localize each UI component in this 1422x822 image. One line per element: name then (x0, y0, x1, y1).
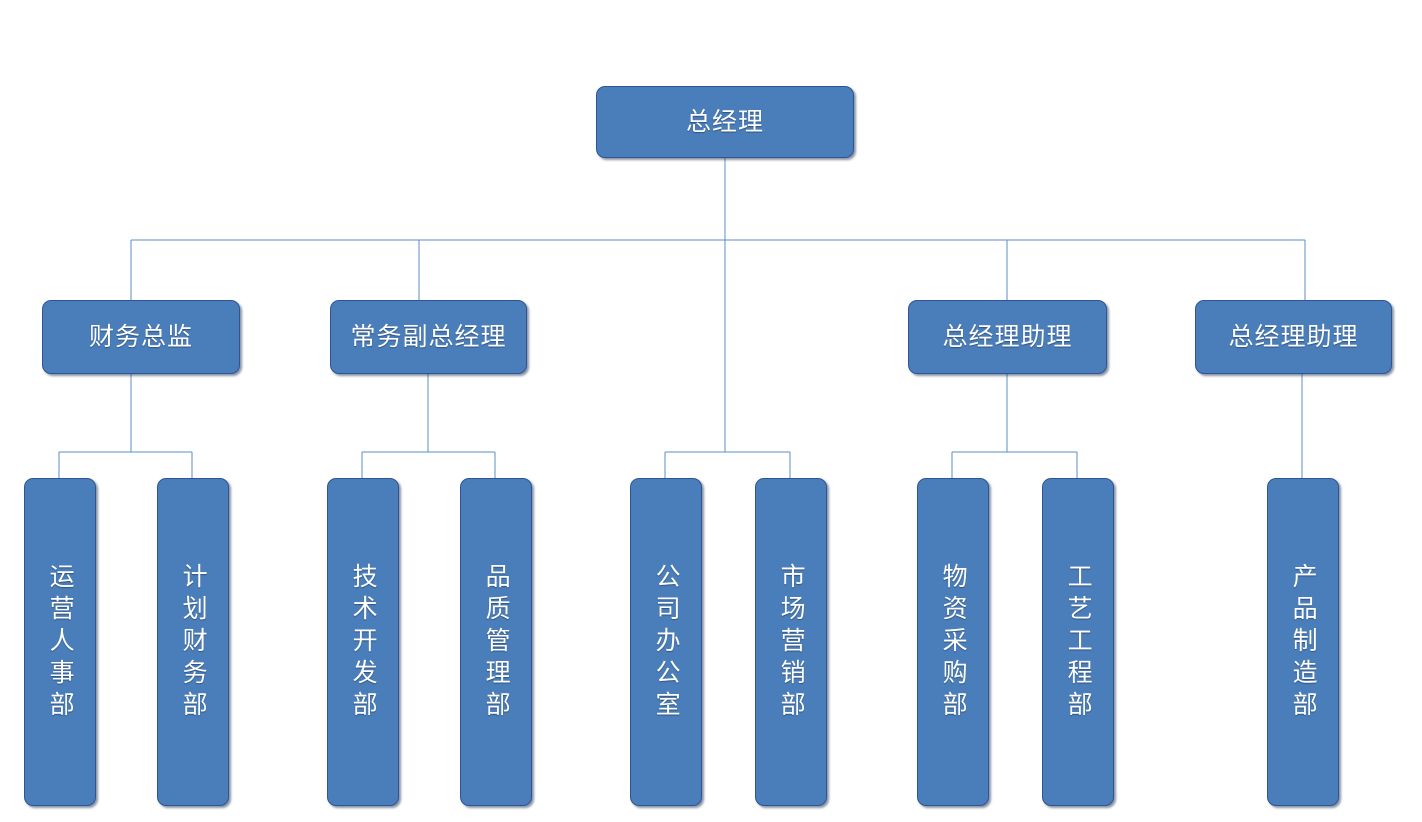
node-gm-assistant-1[interactable]: 总经理助理 (908, 300, 1107, 374)
node-materials-procurement-dept[interactable]: 物资采购部 (917, 478, 989, 806)
node-label: 总经理助理 (1228, 322, 1359, 352)
node-process-engineering-dept[interactable]: 工艺工程部 (1042, 478, 1114, 806)
node-label: 总经理 (685, 107, 764, 137)
node-label: 技术开发部 (349, 563, 379, 723)
node-gm-assistant-2[interactable]: 总经理助理 (1195, 300, 1392, 374)
node-company-office[interactable]: 公司办公室 (630, 478, 702, 806)
node-quality-management-dept[interactable]: 品质管理部 (460, 478, 532, 806)
node-label: 公司办公室 (652, 563, 682, 723)
node-operations-hr-dept[interactable]: 运营人事部 (24, 478, 96, 806)
node-label: 财务总监 (88, 322, 193, 352)
node-marketing-dept[interactable]: 市场营销部 (755, 478, 827, 806)
node-product-manufacturing-dept[interactable]: 产品制造部 (1267, 478, 1339, 806)
node-executive-vice-gm[interactable]: 常务副总经理 (330, 300, 527, 374)
node-label: 计划财务部 (179, 563, 209, 723)
node-label: 工艺工程部 (1064, 563, 1094, 723)
node-general-manager[interactable]: 总经理 (596, 86, 854, 158)
node-label: 品质管理部 (482, 563, 512, 723)
node-cfo[interactable]: 财务总监 (42, 300, 240, 374)
node-label: 常务副总经理 (350, 322, 507, 352)
node-label: 物资采购部 (939, 563, 969, 723)
node-label: 产品制造部 (1289, 563, 1319, 723)
node-tech-development-dept[interactable]: 技术开发部 (327, 478, 399, 806)
node-planning-finance-dept[interactable]: 计划财务部 (157, 478, 229, 806)
node-label: 运营人事部 (46, 563, 76, 723)
node-label: 总经理助理 (942, 322, 1073, 352)
node-label: 市场营销部 (777, 563, 807, 723)
